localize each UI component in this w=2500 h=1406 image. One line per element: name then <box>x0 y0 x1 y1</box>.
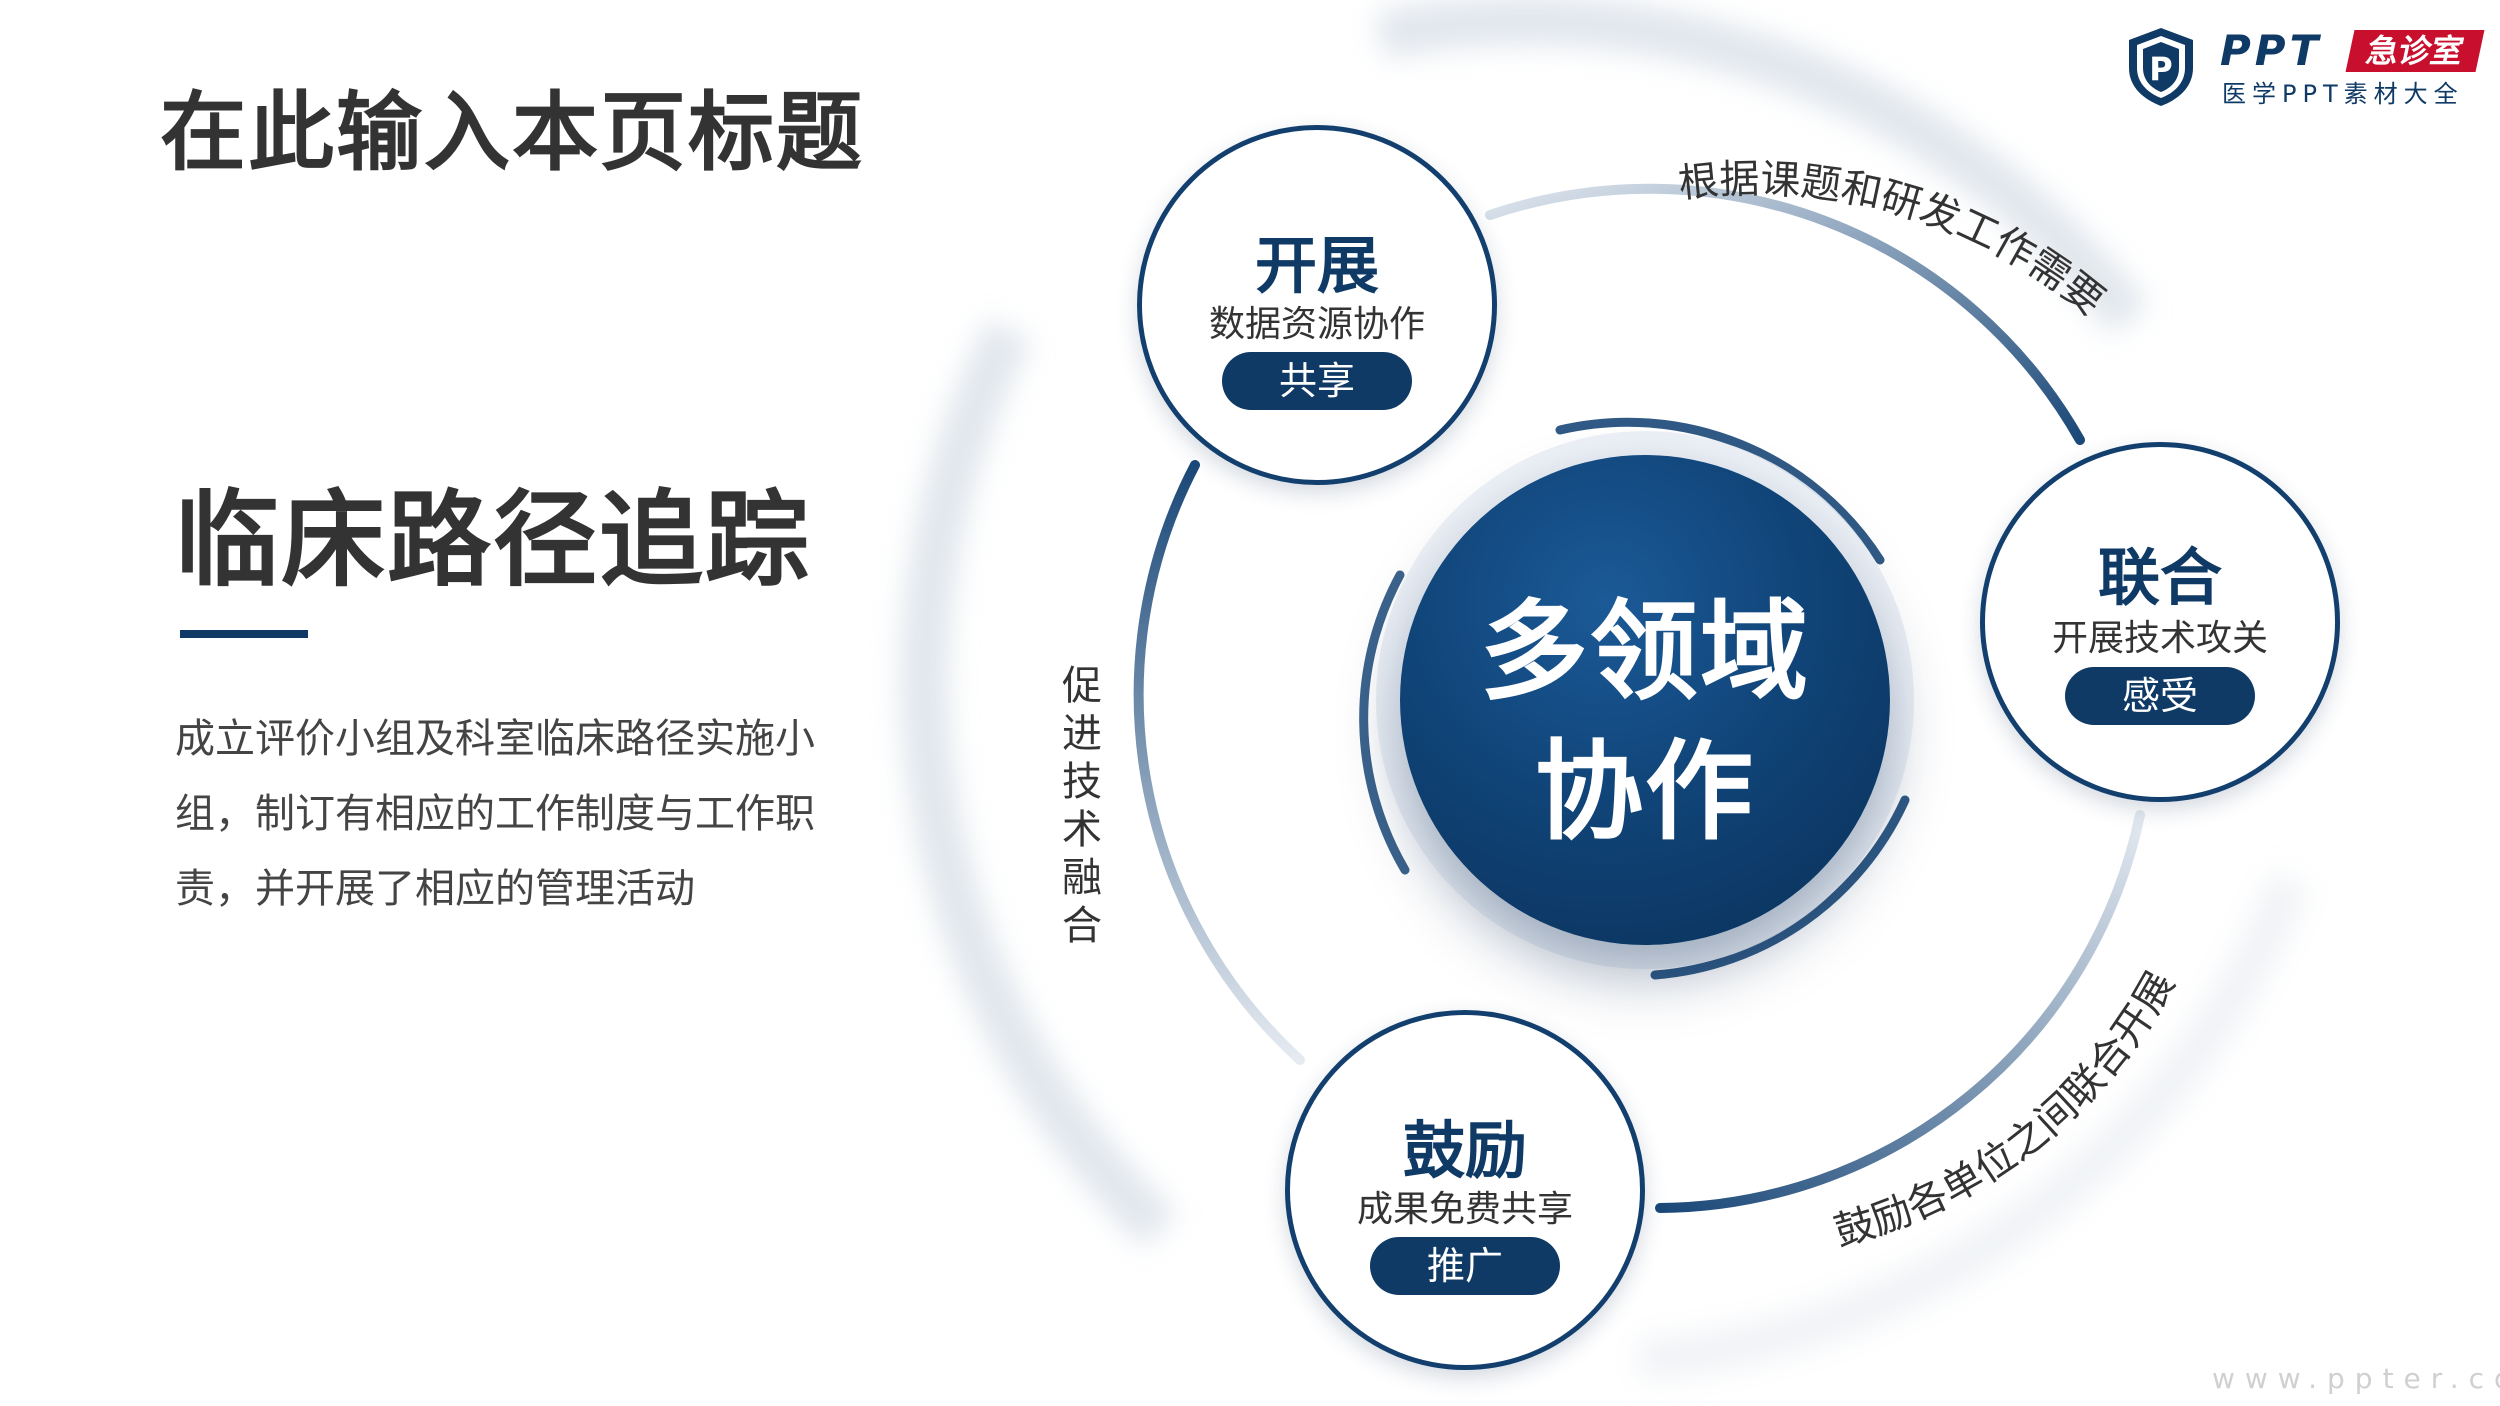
node-lianhe: 联合 开展技术攻关 感受 <box>1980 442 2340 802</box>
node-subtitle: 成果免费共享 <box>1356 1189 1573 1230</box>
node-guli: 鼓励 成果免费共享 推广 <box>1285 1010 1645 1370</box>
node-title: 联合 <box>2097 541 2222 614</box>
node-subtitle: 开展技术攻关 <box>2051 618 2268 659</box>
node-tag: 感受 <box>2065 667 2255 725</box>
inner-arc-bottom <box>1650 795 1910 980</box>
node-tag: 推广 <box>1370 1237 1560 1295</box>
logo-subtitle: 医学PPT素材大全 <box>2222 80 2464 108</box>
watermark: www.ppter.com <box>2212 1362 2500 1395</box>
node-title: 开展 <box>1254 229 1379 302</box>
node-kaizhan: 开展 数据资源协作 共享 <box>1137 125 1497 485</box>
logo-tag: 急诊室 <box>2345 30 2485 72</box>
section-title: 临床路径追踪 <box>175 479 812 601</box>
title-divider <box>180 630 308 638</box>
node-tag: 共享 <box>1222 352 1412 410</box>
logo-brand: PPT <box>2220 26 2323 75</box>
center-text-line1: 多领域 <box>1479 590 1810 715</box>
orbit-arc-left <box>1133 460 1305 1065</box>
body-paragraph: 成立评价小组及科室临床路径实施小组，制订有相应的工作制度与工作职责，并开展了相应… <box>175 716 815 912</box>
background-ring <box>900 0 2309 1380</box>
center-hub: 多领域 协作 <box>1400 455 1890 945</box>
svg-text:P: P <box>2149 50 2172 88</box>
arc-label-left: 促进技术融合 <box>1062 663 1102 949</box>
center-text-line2: 协作 <box>1534 730 1755 855</box>
node-title: 鼓励 <box>1402 1114 1527 1187</box>
node-subtitle: 数据资源协作 <box>1208 304 1425 345</box>
orbit-arc-top-right <box>1485 183 2085 445</box>
inner-arc-top <box>1555 417 1885 565</box>
page-title: 在此输入本页标题 <box>160 83 864 183</box>
shield-logo-icon: P <box>2129 28 2193 106</box>
orbit-arc-bottom-right <box>1655 810 2145 1213</box>
inner-arc-left <box>1359 570 1410 875</box>
